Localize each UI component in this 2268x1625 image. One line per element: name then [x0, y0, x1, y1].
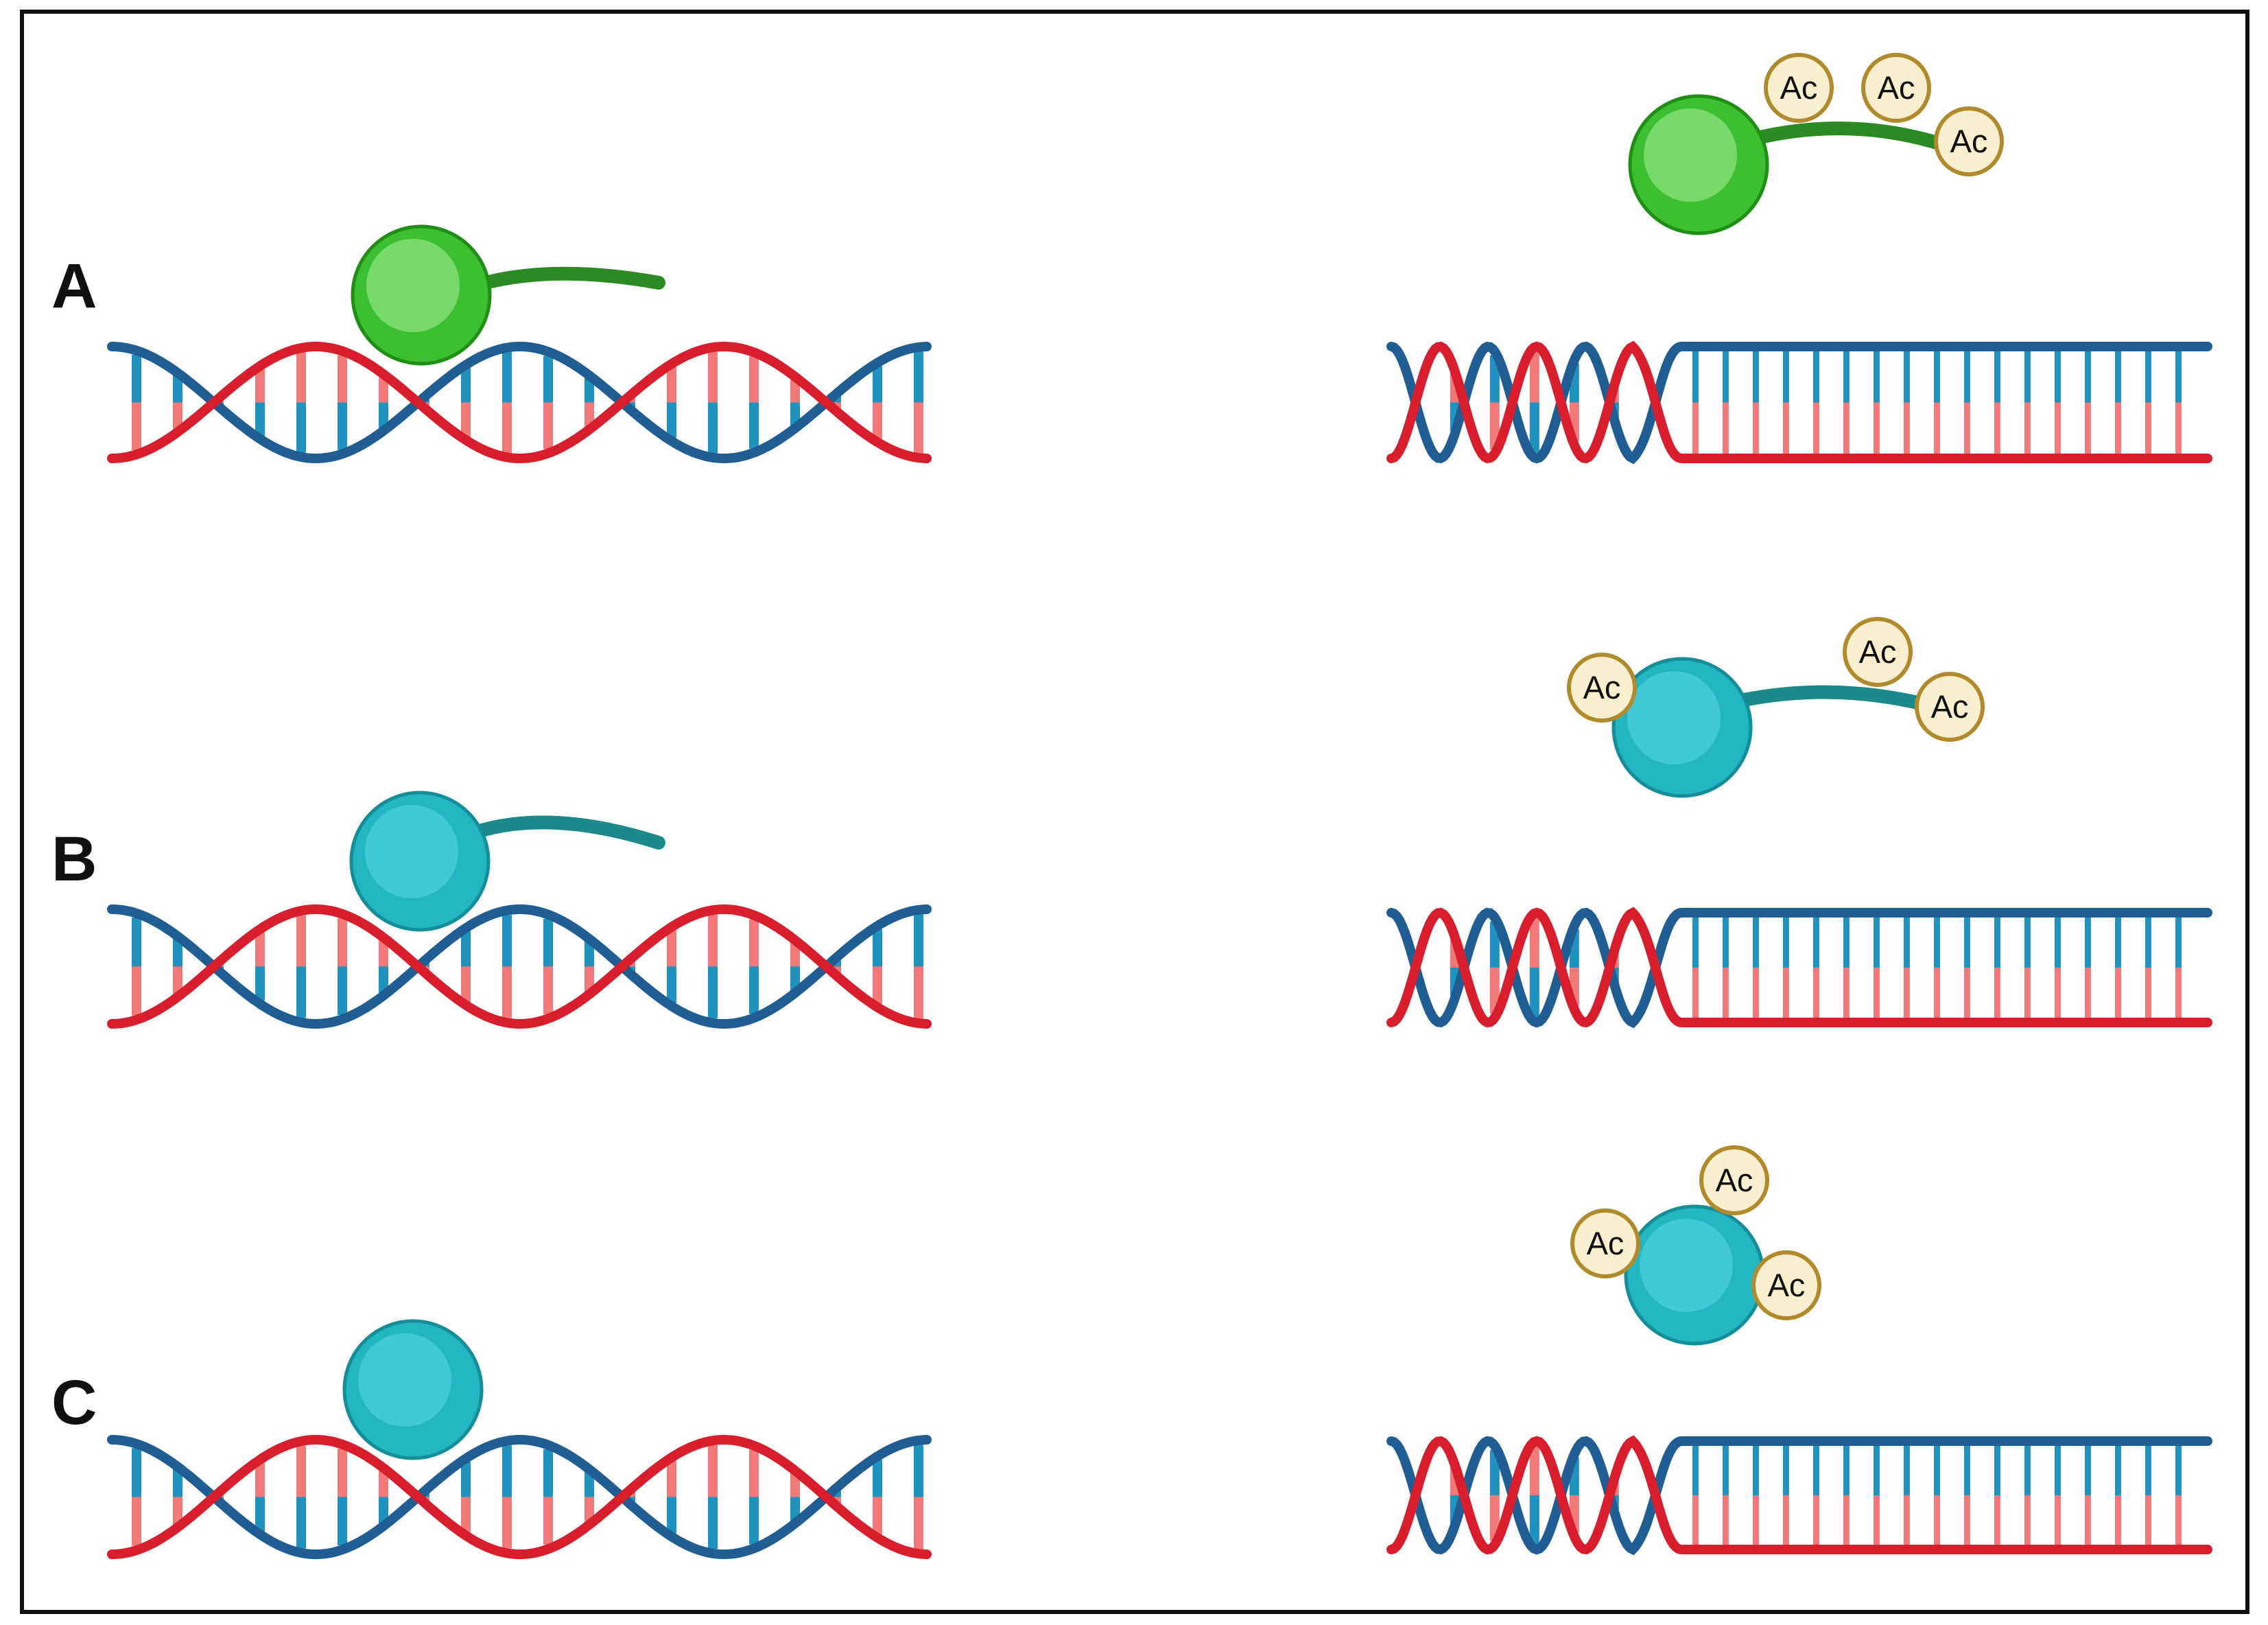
protein-tail [1737, 685, 1928, 710]
row-label-b: B [51, 824, 97, 894]
protein-highlight [1627, 671, 1721, 764]
acetyl-mark-label: Ac [1768, 1267, 1806, 1303]
row-label-a: A [51, 251, 97, 321]
acetyl-mark: Ac [1843, 617, 1913, 687]
acetyl-mark: Ac [1751, 1250, 1821, 1320]
dna-strand-red [107, 341, 932, 463]
acetyl-mark: Ac [1699, 1145, 1769, 1215]
acetyl-mark: Ac [1764, 53, 1834, 123]
protein-highlight [358, 1333, 451, 1427]
acetyl-mark-label: Ac [1780, 69, 1818, 106]
row-a-unwound-dna [1386, 340, 2212, 465]
acetyl-mark-circle [1699, 1145, 1769, 1215]
dna-strand-red [107, 1434, 932, 1559]
acetyl-mark-label: Ac [1583, 669, 1621, 705]
protein-highlight [1644, 108, 1737, 202]
acetyl-mark-circle [1570, 1208, 1640, 1278]
row-label-c: C [51, 1368, 97, 1438]
acetyl-mark-circle [1843, 617, 1913, 687]
dna-strand-red [1386, 907, 2212, 1028]
protein-highlight [365, 805, 458, 898]
row-b-bound-protein [349, 791, 665, 932]
acetyl-mark-circle [1764, 53, 1834, 123]
acetyl-mark: Ac [1934, 106, 2004, 176]
acetyl-mark-label: Ac [1878, 69, 1915, 106]
row-a-bound-protein [351, 224, 665, 366]
protein-tail [1753, 121, 1948, 151]
acetyl-mark-label: Ac [1931, 688, 1969, 725]
acetyl-mark: Ac [1915, 672, 1985, 742]
protein-tail [476, 266, 665, 290]
acetyl-mark-label: Ac [1859, 633, 1897, 670]
acetyl-mark-label: Ac [1587, 1225, 1625, 1261]
acetyl-mark-circle [1751, 1250, 1821, 1320]
dna-strand-blue [107, 342, 932, 464]
row-a-bound-dna [107, 341, 932, 464]
dna-strand-blue [1386, 1436, 2212, 1556]
acetyl-mark-label: Ac [1716, 1162, 1753, 1198]
protein-highlight [366, 239, 460, 332]
acetyl-mark: Ac [1570, 1208, 1640, 1278]
acetyl-mark: Ac [1567, 653, 1637, 723]
dna-strand-red [1386, 340, 2212, 464]
dna-strand-blue [107, 1435, 932, 1560]
protein-highlight [1640, 1219, 1733, 1312]
acetyl-mark: Ac [1861, 53, 1931, 123]
row-c-bound-protein [342, 1319, 484, 1460]
acetyl-mark-label: Ac [1950, 123, 1988, 159]
acetyl-mark-circle [1934, 106, 2004, 176]
dna-strand-red [107, 904, 932, 1029]
dna-strand-blue [1386, 341, 2212, 465]
protein-tail [475, 815, 665, 850]
dna-strand-blue [107, 904, 932, 1029]
dna-strand-red [1386, 1435, 2212, 1555]
acetyl-mark-circle [1915, 672, 1985, 742]
acetyl-mark-circle [1861, 53, 1931, 123]
row-c-unwound-dna [1386, 1435, 2212, 1556]
row-c-bound-dna [107, 1434, 932, 1560]
row-b-bound-dna [107, 904, 932, 1029]
dna-strand-blue [1386, 907, 2212, 1029]
acetyl-mark-circle [1567, 653, 1637, 723]
row-b-unwound-dna [1386, 907, 2212, 1029]
